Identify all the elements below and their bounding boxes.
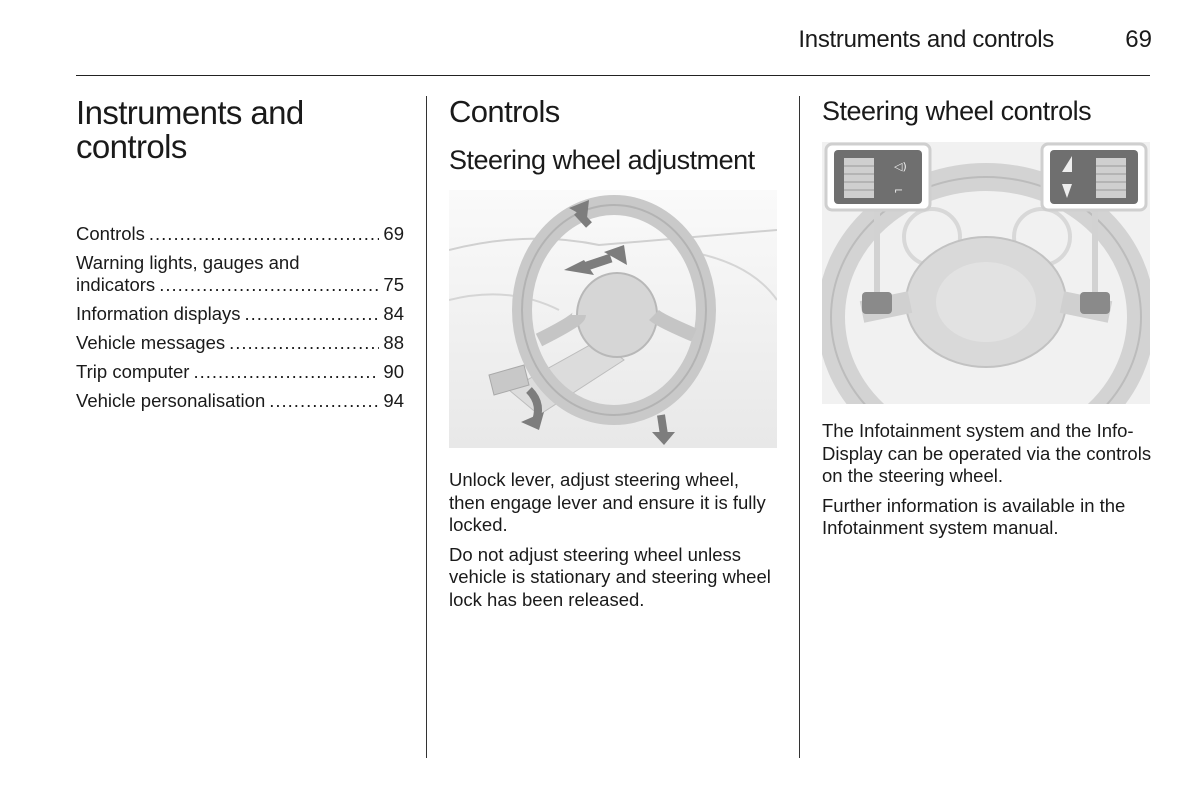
toc-leader — [193, 361, 379, 383]
toc-entry[interactable]: Controls 69 — [76, 223, 404, 245]
svg-text:◁): ◁) — [894, 160, 907, 173]
toc-page: 90 — [383, 361, 404, 382]
toc-label: Vehicle messages — [76, 332, 226, 353]
toc-entry[interactable]: Trip computer 90 — [76, 361, 404, 383]
page-number: 69 — [1125, 26, 1152, 53]
controls-body: Unlock lever, adjust steering wheel, the… — [449, 469, 779, 618]
section-heading-steering-controls: Steering wheel controls — [822, 96, 1092, 126]
table-of-contents: Controls 69 Warning lights, gauges and in… — [76, 223, 404, 419]
toc-leader — [229, 332, 379, 354]
toc-page: 94 — [383, 390, 404, 411]
toc-label-line1: Warning lights, gauges and — [76, 252, 300, 273]
svg-text:⌐: ⌐ — [894, 184, 903, 197]
toc-entry[interactable]: Vehicle personalisation 94 — [76, 390, 404, 412]
column-divider-left — [426, 96, 427, 758]
steering-controls-illustration: ◁) ⌐ — [817, 142, 1155, 471]
steering-adjustment-illustration — [448, 190, 778, 448]
toc-label: Controls — [76, 223, 145, 244]
toc-leader — [159, 274, 379, 296]
steering-controls-body: The Infotainment system and the Info-Dis… — [822, 420, 1152, 547]
paragraph: The Infotainment system and the Info-Dis… — [822, 420, 1152, 486]
toc-leader — [245, 303, 380, 325]
toc-label-line2: indicators — [76, 274, 156, 295]
toc-page: 84 — [383, 303, 404, 324]
subheading-steering-adjustment: Steering wheel adjustment — [449, 145, 755, 175]
section-heading-controls: Controls — [449, 94, 560, 129]
header-rule — [76, 75, 1150, 76]
toc-label: Trip computer — [76, 361, 190, 382]
toc-entry[interactable]: Warning lights, gauges and indicators 75 — [76, 252, 404, 296]
toc-label: Vehicle personalisation — [76, 390, 266, 411]
paragraph: Do not adjust steering wheel unless vehi… — [449, 543, 771, 610]
toc-entry[interactable]: Information displays 84 — [76, 303, 404, 325]
column-divider-right — [799, 96, 800, 758]
paragraph: Unlock lever, adjust steering wheel, the… — [449, 469, 766, 535]
toc-leader — [269, 390, 379, 412]
toc-page: 75 — [383, 274, 404, 295]
toc-page: 69 — [383, 223, 404, 244]
chapter-title: Instruments and controls — [76, 94, 304, 165]
steering-adjustment-drawing — [448, 190, 778, 448]
toc-page: 88 — [383, 332, 404, 353]
steering-controls-drawing: ◁) ⌐ — [817, 142, 1155, 471]
toc-entry[interactable]: Vehicle messages 88 — [76, 332, 404, 354]
paragraph: Further information is available in the … — [822, 494, 1126, 539]
toc-leader — [149, 223, 380, 245]
toc-label: Information displays — [76, 303, 241, 324]
running-header-title: Instruments and controls — [798, 26, 1054, 53]
